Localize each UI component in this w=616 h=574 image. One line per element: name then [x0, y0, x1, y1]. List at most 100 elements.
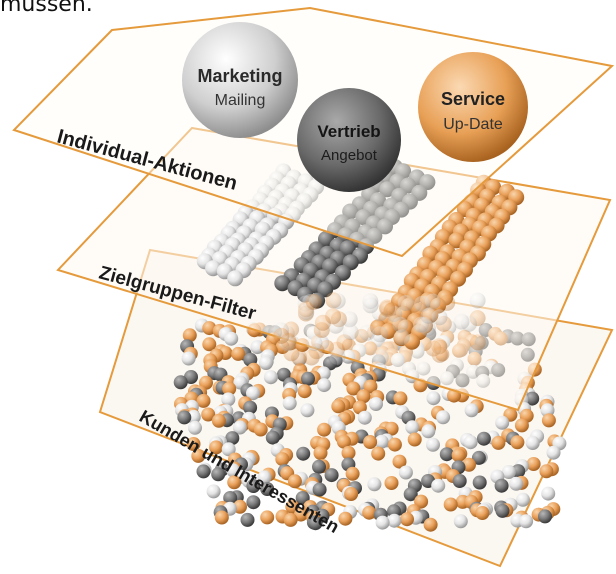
ball [293, 507, 308, 522]
ball [421, 424, 436, 439]
ball [501, 465, 516, 479]
ball [211, 467, 226, 482]
ball [462, 457, 476, 472]
ball [338, 511, 353, 526]
ball [403, 487, 418, 502]
ball [519, 514, 534, 529]
ball [379, 181, 396, 198]
ball [265, 430, 280, 445]
ball [314, 314, 331, 331]
ball [546, 445, 561, 460]
ball [423, 517, 438, 532]
ball [439, 294, 456, 311]
sphere-service-title: Service [441, 89, 505, 109]
ball [452, 474, 467, 488]
ball [494, 478, 509, 493]
ball [397, 295, 414, 311]
filtered-ball-columns [196, 159, 525, 366]
ball [374, 434, 389, 449]
ball [342, 324, 359, 341]
ball [224, 331, 239, 346]
ball [206, 484, 221, 499]
ball [439, 447, 454, 462]
ball [407, 432, 422, 447]
ball [201, 407, 216, 422]
ball [384, 476, 399, 490]
ball [509, 476, 524, 491]
ball [202, 337, 217, 352]
ball [495, 415, 510, 430]
ball [393, 391, 408, 406]
ball [329, 348, 346, 365]
ball [464, 403, 479, 418]
ball [393, 329, 410, 346]
ball [191, 448, 206, 463]
ball [371, 326, 388, 343]
ball [371, 446, 386, 461]
ball [283, 512, 298, 527]
ball [346, 381, 361, 396]
ball [303, 349, 320, 366]
ball [525, 436, 540, 450]
ball [312, 459, 326, 474]
ball [387, 513, 402, 528]
ball [342, 203, 359, 220]
ball [392, 316, 409, 333]
ball [225, 431, 240, 446]
ball [188, 420, 202, 435]
ball [469, 292, 486, 309]
ball [538, 509, 552, 524]
ball [369, 397, 383, 411]
sphere-marketing: Marketing Mailing [182, 22, 298, 138]
ball [301, 371, 315, 386]
ball [510, 435, 525, 450]
ball [196, 464, 211, 479]
ball [221, 442, 236, 457]
ball [227, 475, 242, 490]
ball [177, 410, 192, 425]
ball [331, 399, 346, 414]
ball [324, 468, 339, 483]
ball [443, 497, 458, 512]
ball [426, 391, 441, 406]
ball [240, 512, 255, 527]
sphere-marketing-subtitle: Mailing [215, 92, 266, 109]
ball [516, 492, 530, 507]
ball [223, 491, 238, 505]
sphere-vertrieb: Vertrieb Angebot [297, 88, 401, 192]
ball [259, 356, 273, 370]
ball [246, 386, 260, 401]
ball [362, 297, 379, 314]
ball [313, 446, 328, 460]
ball [491, 435, 506, 450]
ball [250, 340, 265, 355]
ball [453, 313, 470, 330]
ball [339, 240, 356, 257]
ball [344, 487, 359, 501]
ball [431, 478, 446, 493]
ball [296, 446, 311, 461]
ball [232, 420, 247, 435]
ball [359, 324, 376, 341]
ball [414, 494, 429, 509]
ball [317, 378, 332, 393]
ball [227, 270, 244, 287]
ball [541, 413, 556, 428]
ball [463, 435, 478, 450]
ball [297, 384, 312, 399]
sphere-marketing-title: Marketing [197, 66, 282, 86]
ball [308, 516, 323, 531]
ball [196, 393, 211, 408]
ball [282, 396, 297, 411]
ball [392, 454, 407, 469]
ball [181, 351, 196, 366]
ball [475, 506, 490, 520]
ball [398, 465, 413, 480]
ball [400, 512, 414, 527]
ball [525, 391, 540, 406]
ball [495, 503, 510, 518]
ball [541, 486, 556, 501]
ball [469, 334, 486, 351]
ball [539, 464, 554, 479]
ball [336, 434, 351, 449]
